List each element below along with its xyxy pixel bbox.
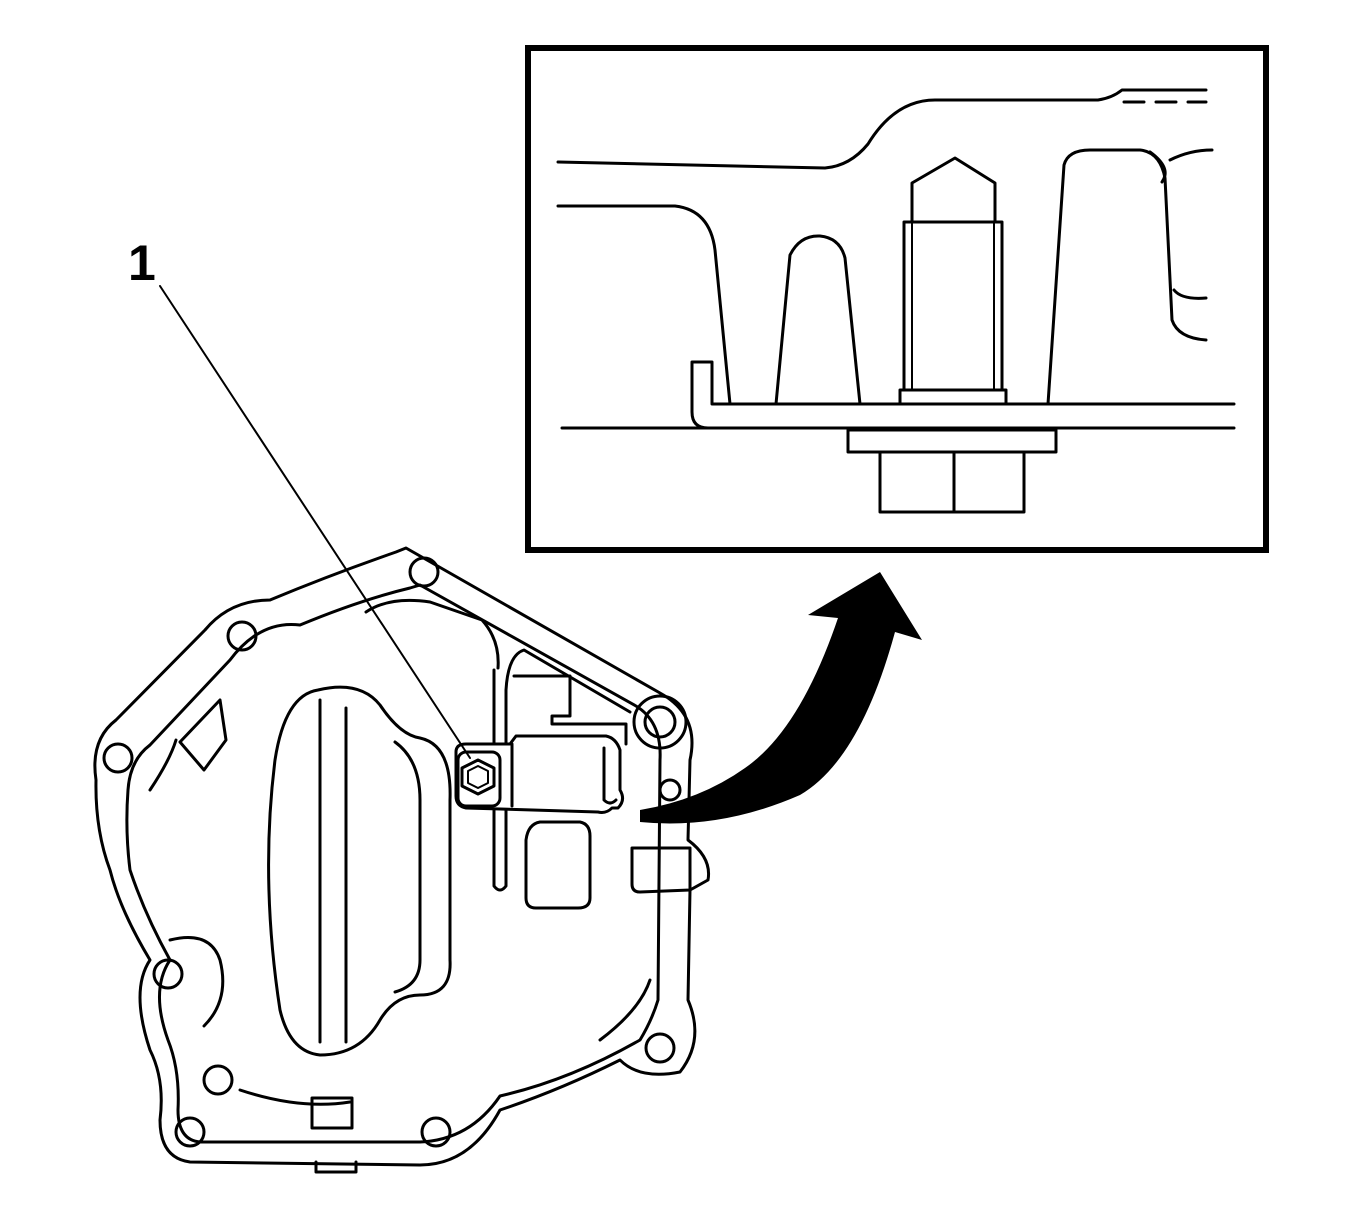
left-rib — [556, 204, 732, 406]
bearing-boss — [267, 685, 452, 1057]
curved-arrow-icon — [640, 572, 922, 824]
casting-contour — [556, 88, 1208, 170]
cavity-tab-left — [178, 698, 228, 772]
oil-port — [524, 820, 592, 910]
flange-bolt-holes — [102, 556, 688, 1148]
upper-cavity — [364, 598, 500, 670]
inset-bolt — [846, 156, 1058, 514]
rib-fillet — [1148, 150, 1167, 184]
boss-inner-edge — [393, 740, 422, 994]
rib-fillet-lower — [1172, 288, 1208, 300]
callout-1-label: 1 — [128, 235, 156, 291]
bottom-lug — [310, 1096, 354, 1130]
transfer-case-housing — [93, 546, 711, 1174]
cavity-edge-bottom — [238, 1088, 352, 1106]
hex-bolt-icon — [460, 758, 496, 796]
rib-fillet-outer — [1168, 148, 1214, 162]
detail-inset — [525, 45, 1269, 553]
housing-outer-flange — [93, 546, 711, 1167]
bracket-seat — [512, 674, 628, 746]
side-tab — [630, 846, 692, 894]
callout-leader-line — [159, 285, 471, 759]
cavity-boss-lower — [168, 936, 225, 1028]
bottom-lug-base — [314, 1160, 358, 1174]
cavity-edge-left — [148, 738, 178, 792]
middle-rib — [774, 234, 862, 406]
cavity-edge-right — [598, 978, 652, 1042]
housing-inner-flange — [125, 583, 662, 1144]
clip-bracket-assembly — [454, 734, 625, 814]
